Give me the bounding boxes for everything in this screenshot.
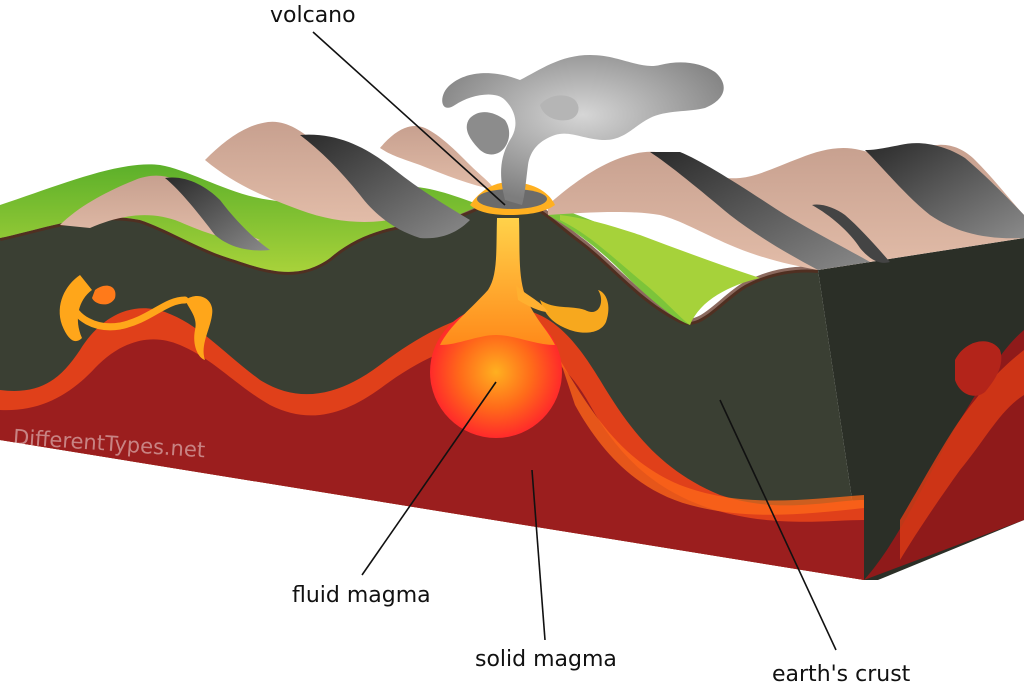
label-earths-crust: earth's crust [772,662,911,687]
ash-cloud [442,55,724,205]
mountains-left [60,121,495,251]
leader-line-fluid-magma [361,381,497,576]
solid-magma-layer [0,339,864,580]
magma-pocket-right [540,290,609,333]
volcano-conduit [440,218,555,345]
label-solid-magma: solid magma [475,647,617,672]
block-side-face [818,238,1024,580]
leader-lines [312,31,837,651]
magma-pocket-left [59,275,213,360]
mountains-right [548,143,1024,270]
leader-line-earths-crust [719,399,837,651]
label-volcano: volcano [270,3,356,28]
leader-line-solid-magma [531,469,546,641]
label-fluid-magma: fluid magma [292,583,431,608]
leader-line-volcano [312,31,506,206]
